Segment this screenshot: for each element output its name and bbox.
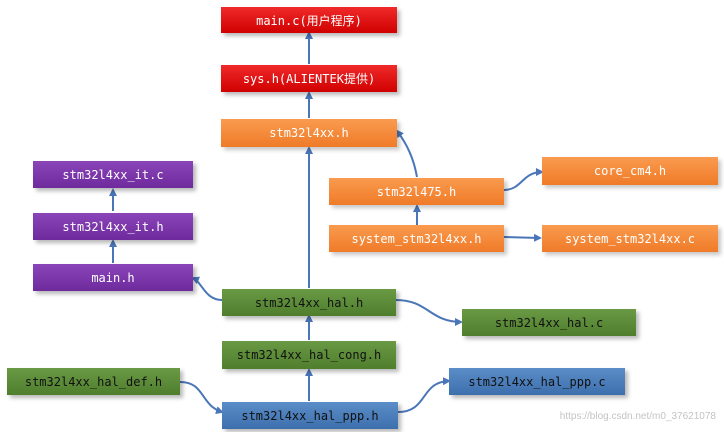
node-stm32l4xx-h: stm32l4xx.h [221, 119, 397, 147]
node-stm32l475-h: stm32l475.h [329, 178, 504, 205]
arrow-stm32l475-to-stm32l4xx [395, 129, 418, 178]
arrow-stm32l475-to-core-cm4 [503, 168, 544, 191]
arrow-hal-def-to-hal-ppp-h [179, 381, 224, 414]
node-core-cm4-h: core_cm4.h [542, 157, 718, 185]
node-sys-h: sys.h(ALIENTEK提供) [221, 65, 397, 92]
arrow-system-h-to-system-c [503, 233, 542, 242]
arrow-hal-h-to-main-h [191, 276, 223, 301]
node-stm32l4xx-hal-ppp-c: stm32l4xx_hal_ppp.c [449, 368, 625, 395]
node-system-stm32l4xx-h: system_stm32l4xx.h [329, 225, 504, 252]
watermark-url: https://blog.csdn.net/m0_37621078 [559, 411, 716, 422]
arrow-hal-h-to-hal-c [395, 299, 463, 326]
node-main-c: main.c(用户程序) [221, 7, 397, 33]
node-stm32l4xx-hal-c: stm32l4xx_hal.c [462, 309, 636, 336]
node-stm32l4xx-it-c: stm32l4xx_it.c [33, 161, 193, 188]
node-stm32l4xx-hal-cong-h: stm32l4xx_hal_cong.h [222, 341, 396, 369]
node-stm32l4xx-hal-h: stm32l4xx_hal.h [222, 289, 396, 316]
node-stm32l4xx-hal-def-h: stm32l4xx_hal_def.h [7, 368, 180, 395]
node-stm32l4xx-hal-ppp-h: stm32l4xx_hal_ppp.h [222, 402, 398, 429]
node-main-h: main.h [33, 264, 193, 291]
node-system-stm32l4xx-c: system_stm32l4xx.c [542, 225, 718, 252]
arrow-hal-ppp-h-to-hal-ppp-c [397, 377, 451, 413]
node-stm32l4xx-it-h: stm32l4xx_it.h [33, 213, 193, 240]
